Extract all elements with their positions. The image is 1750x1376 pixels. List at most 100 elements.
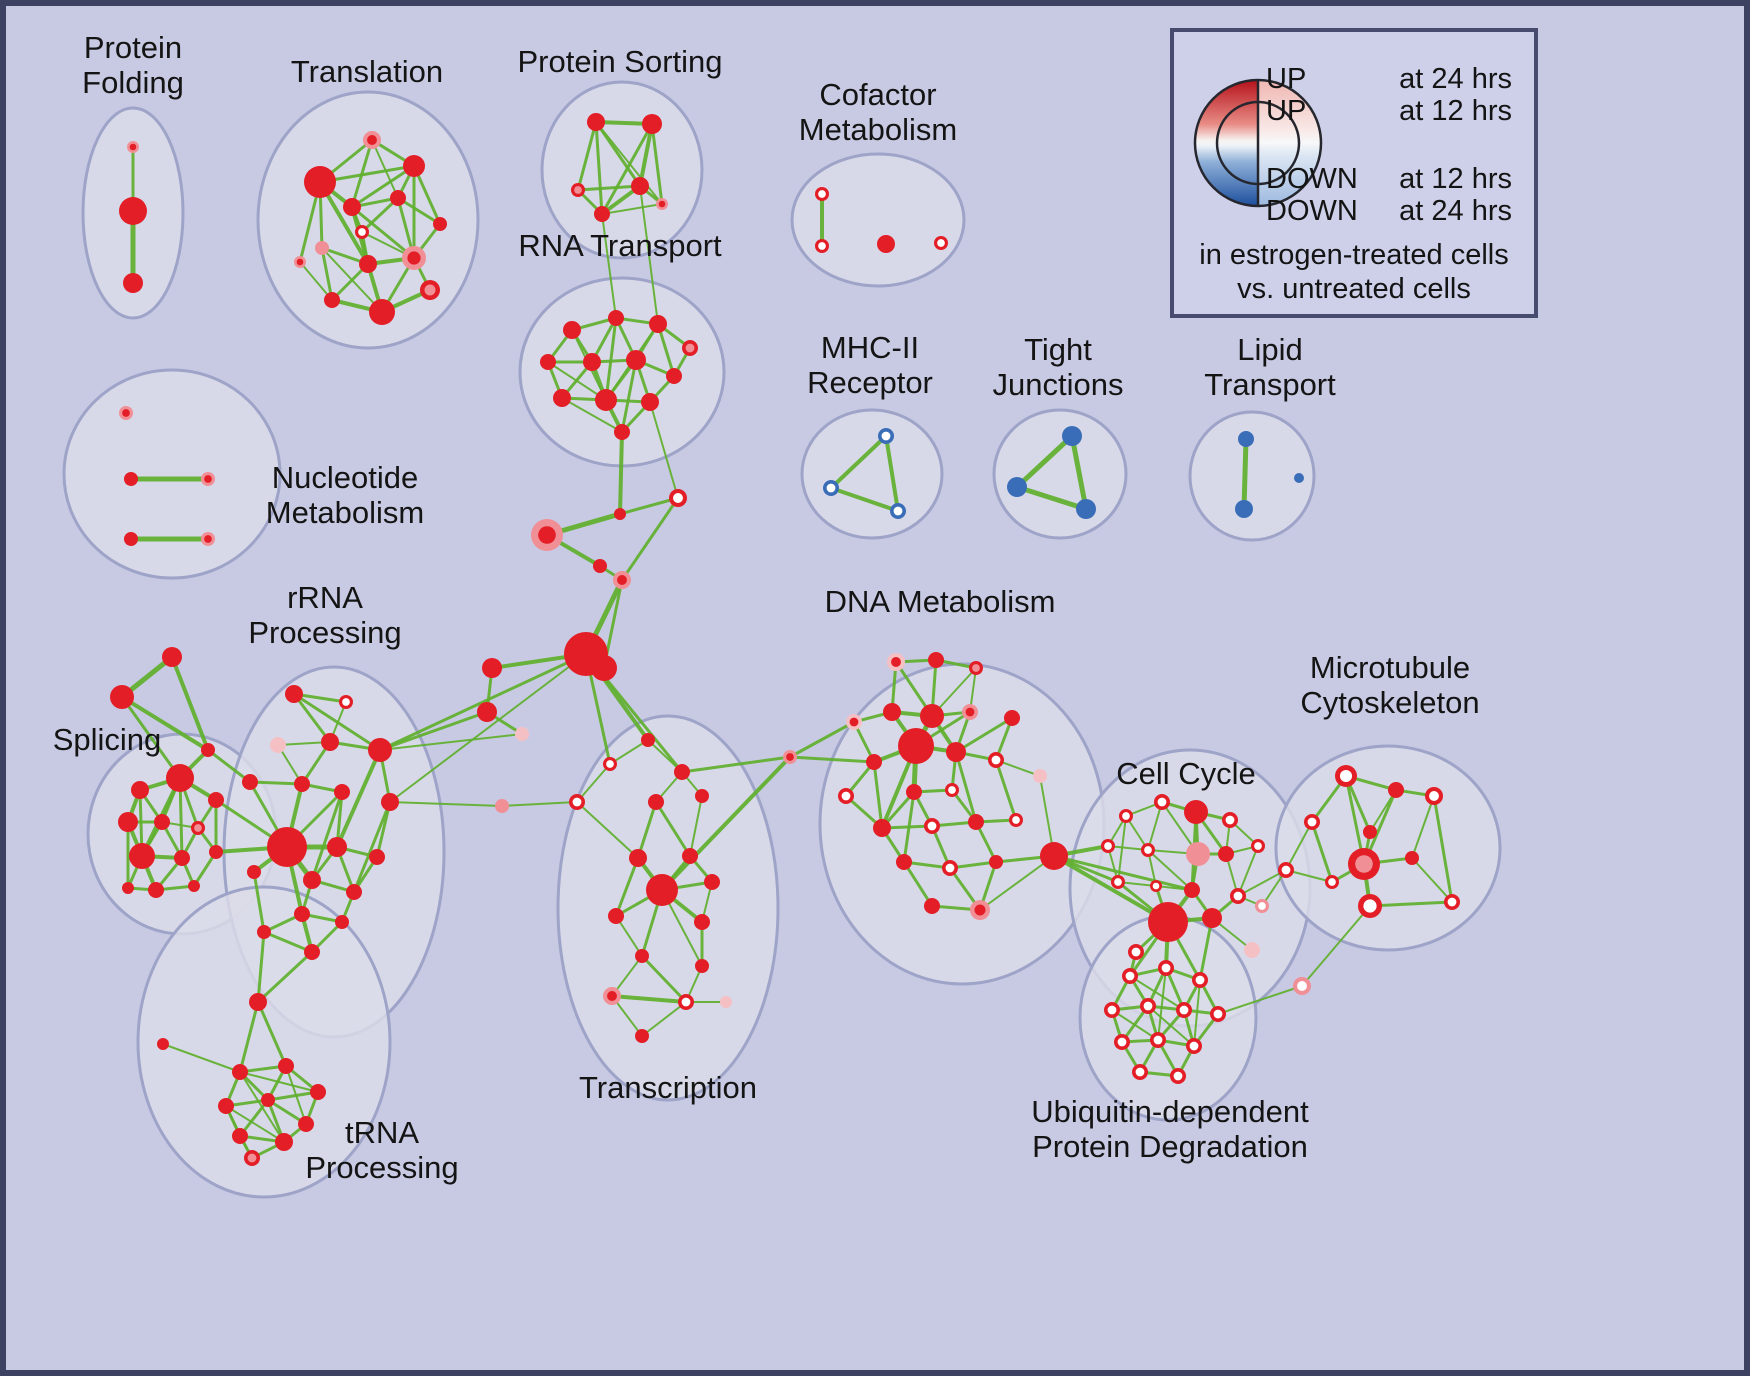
edge bbox=[396, 196, 442, 226]
node-outer-ring bbox=[218, 1098, 234, 1114]
network-node bbox=[515, 727, 529, 741]
edge bbox=[299, 261, 333, 301]
network-node bbox=[1122, 968, 1138, 984]
network-node bbox=[346, 884, 362, 900]
cluster-label-rrna-processing: Processing bbox=[248, 615, 401, 650]
edge bbox=[320, 246, 334, 302]
edge-link bbox=[206, 748, 252, 784]
node-outer-ring bbox=[1148, 902, 1188, 942]
network-node bbox=[635, 1029, 649, 1043]
network-node bbox=[359, 255, 377, 273]
node-inner-core bbox=[1254, 842, 1262, 850]
legend-up-12-label: UP bbox=[1266, 95, 1306, 127]
edge bbox=[609, 739, 649, 765]
node-outer-ring bbox=[327, 837, 347, 857]
node-inner-core bbox=[673, 493, 683, 503]
network-node bbox=[898, 728, 934, 764]
network-node bbox=[1104, 1002, 1120, 1018]
network-node bbox=[381, 793, 399, 811]
network-node bbox=[247, 865, 261, 879]
edge bbox=[954, 750, 978, 824]
network-node bbox=[682, 848, 698, 864]
node-inner-core bbox=[1447, 897, 1457, 907]
node-outer-ring bbox=[310, 1084, 326, 1100]
node-outer-ring bbox=[1202, 908, 1222, 928]
network-node bbox=[110, 685, 134, 709]
edge bbox=[561, 397, 623, 433]
edge bbox=[1368, 900, 1454, 908]
network-node bbox=[148, 882, 164, 898]
edge-link bbox=[378, 710, 489, 752]
network-node bbox=[1184, 882, 1200, 898]
network-node bbox=[694, 914, 710, 930]
node-outer-ring bbox=[257, 925, 271, 939]
node-outer-ring bbox=[946, 742, 966, 762]
network-node bbox=[482, 658, 502, 678]
network-node bbox=[355, 225, 369, 239]
network-node bbox=[285, 685, 303, 703]
edge-link bbox=[1285, 821, 1313, 871]
network-node bbox=[390, 190, 406, 206]
edge bbox=[1147, 849, 1193, 891]
node-outer-ring bbox=[403, 155, 425, 177]
network-node bbox=[591, 655, 617, 681]
node-outer-ring bbox=[129, 843, 155, 869]
node-inner-core bbox=[1429, 791, 1439, 801]
node-inner-core bbox=[572, 797, 582, 807]
network-node bbox=[603, 757, 617, 771]
edge bbox=[1129, 975, 1185, 1011]
edge bbox=[547, 361, 607, 401]
cluster-mhc-ii-receptor bbox=[800, 408, 944, 540]
network-node bbox=[553, 389, 571, 407]
network-node bbox=[720, 996, 732, 1008]
cluster-transcription bbox=[556, 714, 780, 1102]
network-node bbox=[626, 350, 646, 370]
node-inner-core bbox=[367, 135, 377, 145]
node-outer-ring bbox=[270, 737, 286, 753]
node-inner-core bbox=[948, 786, 956, 794]
node-outer-ring bbox=[157, 1038, 169, 1050]
network-node bbox=[275, 1133, 293, 1151]
node-inner-core bbox=[617, 575, 627, 585]
edge-link bbox=[1301, 905, 1371, 987]
edge bbox=[1014, 433, 1075, 490]
node-inner-core bbox=[1363, 899, 1377, 913]
network-node bbox=[666, 368, 682, 384]
network-node bbox=[1235, 500, 1253, 518]
node-inner-core bbox=[1104, 842, 1112, 850]
cluster-label-lipid-transport: Lipid bbox=[1237, 332, 1303, 367]
network-node bbox=[201, 472, 215, 486]
network-node bbox=[989, 855, 1003, 869]
node-outer-ring bbox=[208, 792, 224, 808]
edge bbox=[1157, 967, 1167, 1041]
node-outer-ring bbox=[608, 310, 624, 326]
node-inner-core bbox=[681, 997, 691, 1007]
edge bbox=[576, 184, 642, 192]
node-inner-core bbox=[1179, 1005, 1189, 1015]
node-inner-core bbox=[342, 698, 350, 706]
network-node bbox=[257, 925, 271, 939]
network-node bbox=[970, 900, 990, 920]
cluster-label-trna-processing: tRNA bbox=[345, 1115, 419, 1150]
node-outer-ring bbox=[635, 1029, 649, 1043]
edge-link bbox=[639, 185, 659, 325]
node-inner-core bbox=[937, 239, 945, 247]
network-node bbox=[166, 764, 194, 792]
node-outer-ring bbox=[482, 658, 502, 678]
cluster-label-nucleotide-metabolism: Nucleotide bbox=[272, 460, 418, 495]
edge bbox=[1052, 854, 1170, 924]
edge bbox=[321, 247, 383, 313]
node-outer-ring bbox=[390, 190, 406, 206]
network-node bbox=[1186, 842, 1210, 866]
cluster-label-rna-transport: RNA Transport bbox=[518, 228, 722, 263]
node-inner-core bbox=[1189, 1041, 1199, 1051]
node-outer-ring bbox=[1363, 825, 1377, 839]
edge bbox=[641, 1001, 687, 1037]
node-outer-ring bbox=[515, 727, 529, 741]
network-node bbox=[641, 733, 655, 747]
node-inner-core bbox=[1328, 878, 1336, 886]
network-node bbox=[363, 131, 381, 149]
network-node bbox=[1148, 902, 1188, 942]
node-outer-ring bbox=[242, 774, 258, 790]
network-node bbox=[402, 246, 426, 270]
